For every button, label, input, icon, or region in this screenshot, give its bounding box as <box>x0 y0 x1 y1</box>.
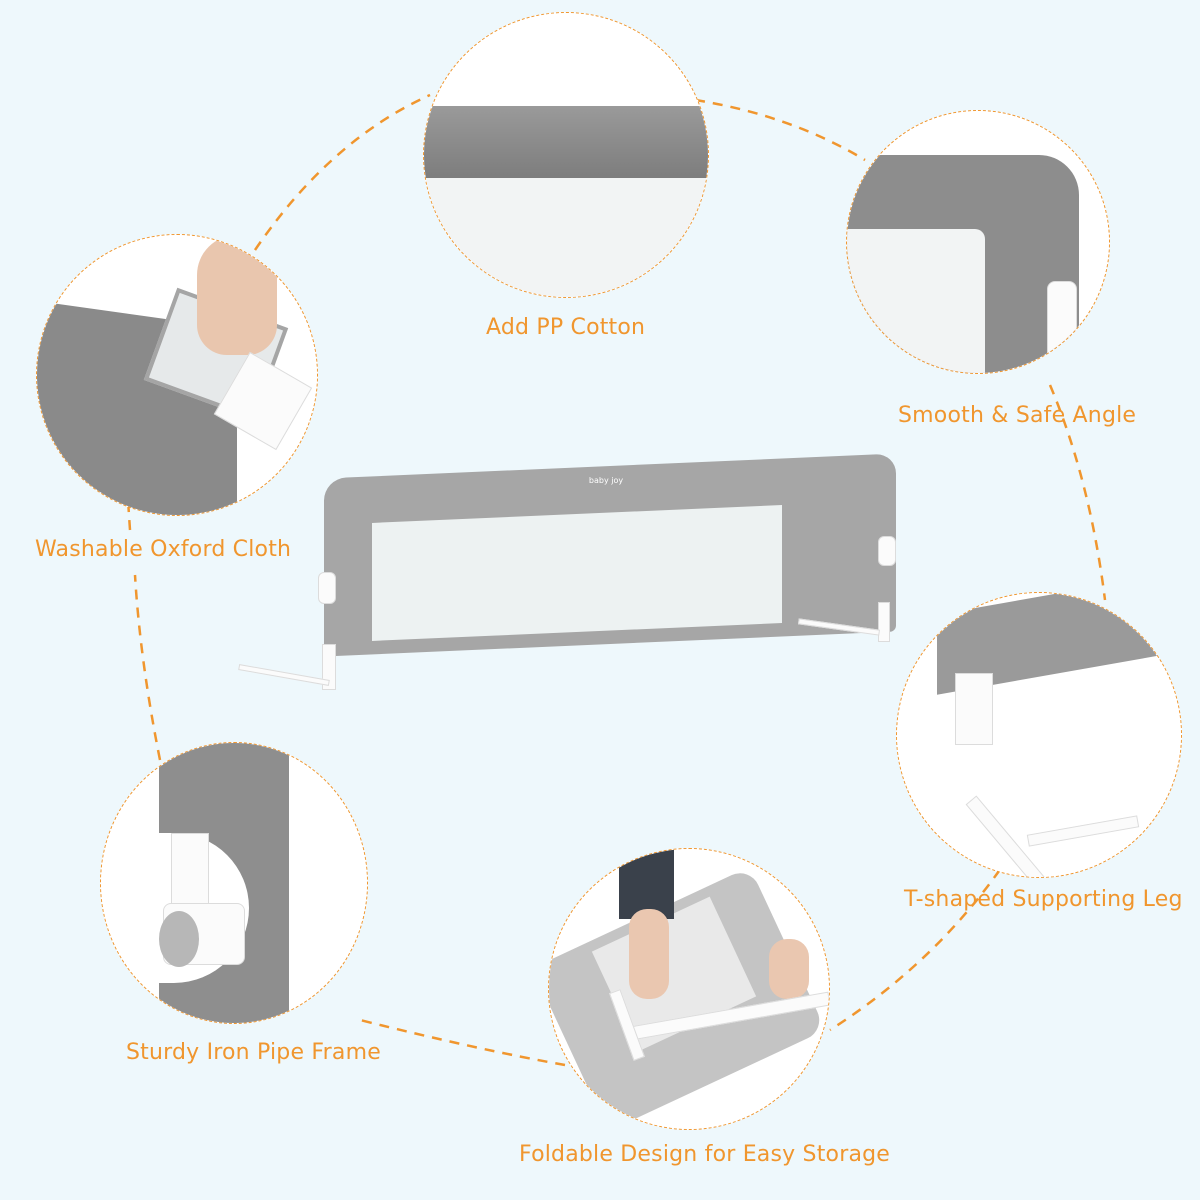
padded-top-bar <box>424 106 708 178</box>
hinge-part <box>1047 281 1077 363</box>
leg-upright <box>955 673 993 745</box>
rail-mesh-panel <box>372 505 782 641</box>
right-leg <box>878 602 890 642</box>
left-hinge <box>318 572 336 604</box>
feature-circle-oxford-cloth <box>36 234 318 516</box>
brand-logo: baby joy <box>588 476 624 485</box>
feature-label-oxford-cloth: Washable Oxford Cloth <box>35 537 292 562</box>
feature-label-pp-cotton: Add PP Cotton <box>486 315 646 340</box>
left-hand-icon <box>629 909 669 999</box>
hand-icon <box>197 235 277 355</box>
mesh-panel <box>424 178 708 297</box>
sleeve <box>619 849 674 919</box>
feature-label-iron-frame: Sturdy Iron Pipe Frame <box>126 1040 381 1065</box>
feature-circle-iron-frame <box>100 742 368 1024</box>
mesh-corner <box>847 229 985 373</box>
feature-circle-smooth-angle <box>846 110 1110 374</box>
t-foot <box>1026 815 1140 847</box>
feature-label-smooth-angle: Smooth & Safe Angle <box>898 403 1137 428</box>
knob-cap <box>159 911 199 967</box>
bed-rail-product: baby joy <box>238 452 908 692</box>
right-hand-icon <box>769 939 809 999</box>
feature-circle-t-leg <box>896 592 1182 878</box>
feature-label-foldable: Foldable Design for Easy Storage <box>519 1142 891 1167</box>
feature-label-t-leg: T-shaped Supporting Leg <box>904 887 1183 912</box>
right-hinge <box>878 536 896 566</box>
feature-circle-foldable <box>548 848 830 1130</box>
feature-circle-pp-cotton <box>423 12 709 298</box>
